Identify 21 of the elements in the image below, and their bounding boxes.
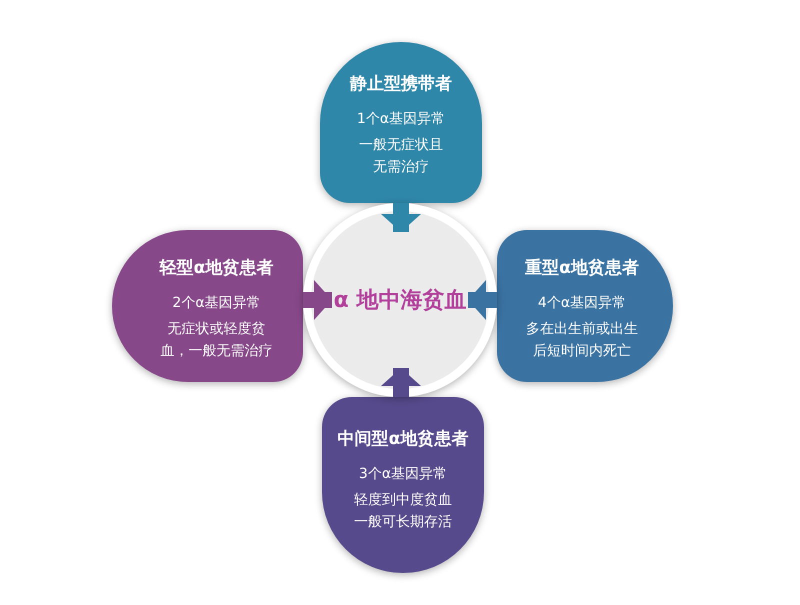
arrow: [303, 280, 332, 320]
petal-text: 轻度到中度贫血一般可长期存活: [353, 490, 453, 532]
petal-text: 2个α基因异常: [172, 294, 261, 312]
petal-title: 静止型携带者: [350, 73, 452, 96]
center-title: α 地中海贫血: [334, 286, 466, 314]
petal-text: 多在出生前或出生后短时间内死亡: [525, 320, 639, 360]
arrow: [468, 280, 497, 320]
petal-title: 轻型α地贫患者: [160, 257, 274, 280]
petal-text: 一般无症状且无需治疗: [358, 136, 444, 176]
petal-text: 1个α基因异常: [356, 110, 446, 128]
petal-box: [320, 42, 482, 203]
arrow: [381, 203, 421, 232]
petal-box: [497, 230, 673, 382]
petal-title: 重型α地贫患者: [525, 257, 639, 280]
petal-box: [322, 397, 484, 573]
arrow: [381, 368, 421, 397]
petal-title: 中间型α地贫患者: [338, 428, 468, 451]
petal-box: [112, 230, 303, 382]
petal-text: 3个α基因异常: [358, 464, 448, 484]
petal-text: 4个α基因异常: [538, 294, 626, 312]
petal-text: 无症状或轻度贫血，一般无需治疗: [160, 320, 274, 360]
